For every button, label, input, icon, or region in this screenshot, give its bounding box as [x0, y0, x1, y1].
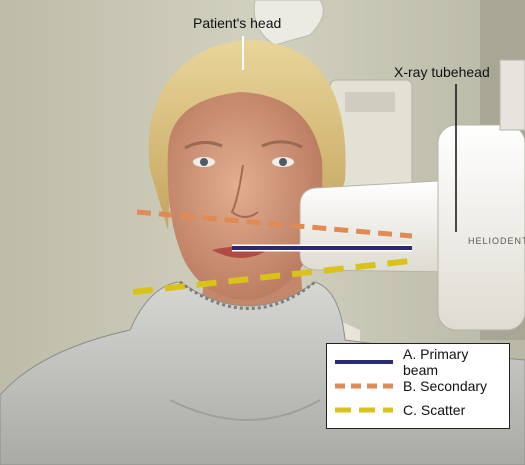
head-positioner	[253, 0, 324, 46]
primary-beam-swatch	[335, 360, 393, 364]
tube-brand-text: HELIODENT	[468, 236, 525, 246]
patients-head-label: Patient's head	[193, 15, 282, 31]
hair	[148, 40, 346, 230]
apron-fold	[169, 399, 321, 421]
legend-item-secondary: B. Secondary	[335, 374, 501, 398]
legend: A. Primary beam B. Secondary C. Scatter	[326, 343, 510, 429]
scatter-radiation-line	[132, 258, 411, 295]
legend-item-primary: A. Primary beam	[335, 346, 501, 378]
apron-collar-stitch	[179, 280, 316, 310]
legend-label-primary: A. Primary beam	[403, 346, 469, 378]
control-display	[345, 92, 395, 112]
xray-tubehead-label: X-ray tubehead	[394, 64, 490, 80]
left-iris	[200, 158, 208, 166]
right-iris	[279, 158, 287, 166]
legend-label-secondary: B. Secondary	[403, 378, 488, 394]
left-eyebrow	[184, 141, 223, 150]
tubehead-arm	[499, 59, 525, 131]
face	[167, 92, 323, 300]
legend-item-scatter: C. Scatter	[335, 398, 501, 422]
right-eyebrow	[261, 140, 303, 149]
nose	[230, 164, 259, 218]
legend-label-scatter: C. Scatter	[403, 402, 466, 418]
secondary-swatch	[335, 383, 393, 389]
secondary-radiation-line	[136, 209, 413, 239]
tubehead-body	[437, 124, 525, 331]
scatter-swatch	[335, 407, 393, 413]
